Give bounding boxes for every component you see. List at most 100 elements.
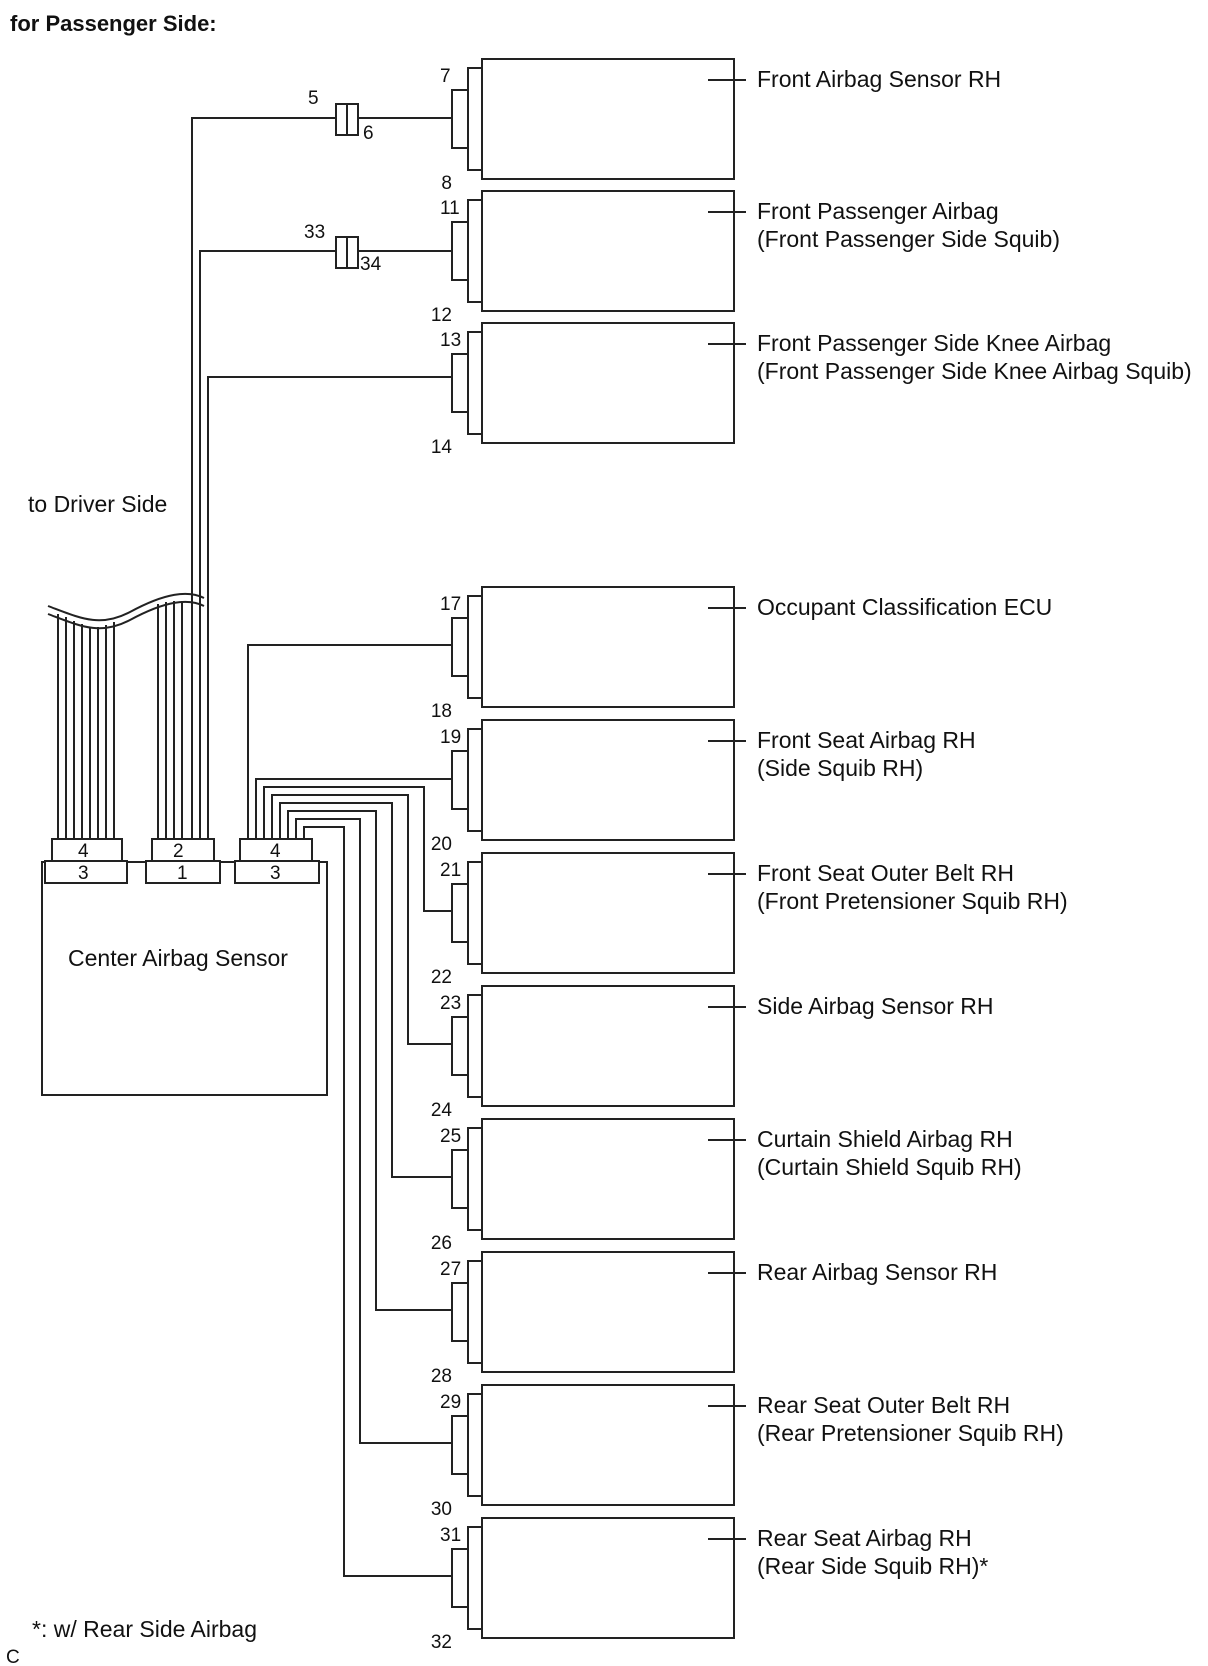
- component-sublabel: (Front Passenger Side Knee Airbag Squib): [757, 358, 1192, 384]
- center-connector-left-bottom-label: 3: [78, 863, 89, 884]
- component-box: [481, 852, 735, 974]
- component-9: 27 28 Rear Airbag Sensor RH: [431, 1251, 997, 1387]
- pin-top: 23: [440, 993, 461, 1014]
- component-box: [481, 586, 735, 708]
- component-connector-outer: [467, 1260, 483, 1364]
- wires-side: [247, 644, 452, 1577]
- component-label: Front Airbag Sensor RH: [757, 66, 1001, 92]
- component-connector-inner: [451, 1415, 469, 1475]
- component-box: [481, 1384, 735, 1506]
- center-connector-left-bottom: [44, 860, 128, 884]
- component-sublabel: (Front Pretensioner Squib RH): [757, 888, 1068, 914]
- center-connector-mid-bottom: [145, 860, 221, 884]
- inline-connector-pin-6: 6: [363, 123, 374, 144]
- component-box: [481, 58, 735, 180]
- pin-bottom: 8: [441, 173, 452, 194]
- inline-connector-33-right: [346, 236, 359, 269]
- pin-bottom: 26: [431, 1233, 452, 1254]
- component-connector-outer: [467, 595, 483, 699]
- component-box: [481, 719, 735, 841]
- pin-bottom: 28: [431, 1366, 452, 1387]
- component-connector-inner: [451, 1149, 469, 1209]
- component-connector-outer: [467, 1127, 483, 1231]
- component-label: Side Airbag Sensor RH: [757, 993, 994, 1019]
- center-connector-mid-bottom-label: 1: [177, 863, 188, 884]
- inline-connector-5-right: [346, 103, 359, 136]
- component-connector-outer: [467, 994, 483, 1098]
- inline-connector-pin-34: 34: [360, 254, 382, 275]
- inline-connector-pin-5: 5: [308, 88, 319, 109]
- component-label: Front Passenger Airbag: [757, 198, 999, 224]
- component-connector-outer: [467, 331, 483, 435]
- pin-top: 31: [440, 1525, 461, 1546]
- pin-top: 21: [440, 860, 461, 881]
- component-connector-outer: [467, 199, 483, 303]
- component-connector-outer: [467, 67, 483, 171]
- component-6: 21 22 Front Seat Outer Belt RH(Front Prete…: [431, 852, 1068, 988]
- pin-top: 17: [440, 594, 461, 615]
- component-box: [481, 1251, 735, 1373]
- driver-side-label: to Driver Side: [28, 491, 167, 517]
- inline-connector-33-left: [335, 236, 348, 269]
- component-3: 13 14 Front Passenger Side Knee Airbag(Fro…: [431, 322, 1192, 458]
- component-sublabel: (Curtain Shield Squib RH): [757, 1154, 1022, 1180]
- component-box: [481, 1118, 735, 1240]
- pin-bottom: 32: [431, 1632, 452, 1653]
- pin-bottom: 14: [431, 437, 453, 458]
- component-label: Curtain Shield Airbag RH: [757, 1126, 1013, 1152]
- component-connector-inner: [451, 883, 469, 943]
- component-connector-inner: [451, 750, 469, 810]
- component-label: Front Passenger Side Knee Airbag: [757, 330, 1111, 356]
- component-2: 11 12 Front Passenger Airbag(Front Passeng…: [431, 190, 1060, 326]
- component-connector-inner: [451, 617, 469, 677]
- inline-connector-5-left: [335, 103, 348, 136]
- pin-bottom: 24: [431, 1100, 453, 1121]
- component-label: Rear Seat Outer Belt RH: [757, 1392, 1010, 1418]
- pin-top: 13: [440, 330, 461, 351]
- pin-bottom: 12: [431, 305, 452, 326]
- component-connector-outer: [467, 861, 483, 965]
- pin-bottom: 18: [431, 701, 452, 722]
- component-8: 25 26 Curtain Shield Airbag RH(Curtain Shi…: [431, 1118, 1022, 1254]
- component-box: [481, 190, 735, 312]
- pin-bottom: 20: [431, 834, 452, 855]
- component-connector-inner: [451, 1548, 469, 1608]
- component-label: Rear Seat Airbag RH: [757, 1525, 972, 1551]
- component-box: [481, 985, 735, 1107]
- pin-top: 29: [440, 1392, 461, 1413]
- component-connector-inner: [451, 1282, 469, 1342]
- component-10: 29 30 Rear Seat Outer Belt RH(Rear Pretens…: [431, 1384, 1064, 1520]
- component-label: Rear Airbag Sensor RH: [757, 1259, 997, 1285]
- center-sensor-label: Center Airbag Sensor: [68, 945, 288, 971]
- component-connector-inner: [451, 353, 469, 413]
- component-sublabel: (Rear Side Squib RH)*: [757, 1553, 988, 1579]
- driver-side-harness: [47, 592, 205, 839]
- pin-top: 11: [440, 198, 460, 219]
- component-label: Front Seat Outer Belt RH: [757, 860, 1014, 886]
- pin-bottom: 22: [431, 967, 452, 988]
- component-box: [481, 322, 735, 444]
- center-connector-right-top-label: 4: [270, 841, 281, 862]
- component-sublabel: (Rear Pretensioner Squib RH): [757, 1420, 1064, 1446]
- pin-top: 19: [440, 727, 461, 748]
- component-11: 31 32 Rear Seat Airbag RH(Rear Side Squib …: [431, 1517, 988, 1653]
- pin-top: 27: [440, 1259, 461, 1280]
- component-sublabel: (Side Squib RH): [757, 755, 923, 781]
- component-connector-outer: [467, 1393, 483, 1497]
- component-connector-outer: [467, 1526, 483, 1630]
- center-sensor-body: [41, 861, 328, 1096]
- inline-connector-pin-33: 33: [304, 222, 325, 243]
- component-sublabel: (Front Passenger Side Squib): [757, 226, 1060, 252]
- footnote: *: w/ Rear Side Airbag: [32, 1616, 257, 1642]
- component-7: 23 24 Side Airbag Sensor RH: [431, 985, 994, 1121]
- component-connector-inner: [451, 1016, 469, 1076]
- center-connector-right-bottom: [234, 860, 320, 884]
- component-connector-inner: [451, 221, 469, 281]
- pin-top: 25: [440, 1126, 461, 1147]
- component-box: [481, 1517, 735, 1639]
- pin-bottom: 30: [431, 1499, 452, 1520]
